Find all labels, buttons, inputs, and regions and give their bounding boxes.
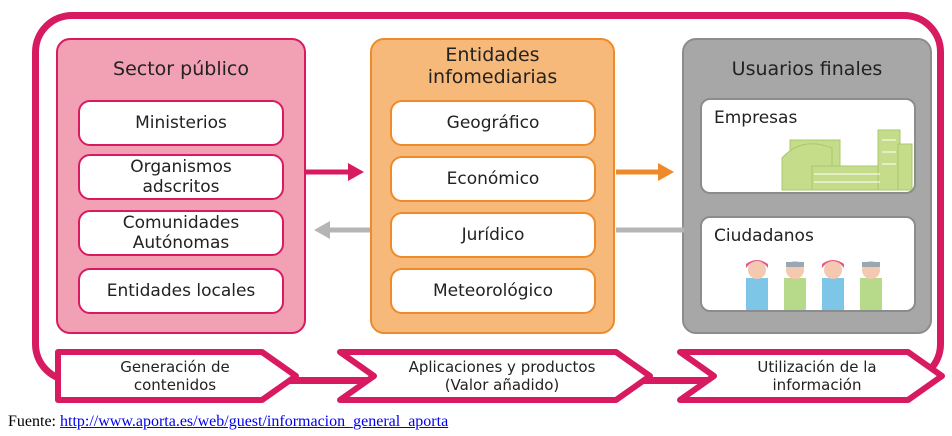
panel-title: Sector público	[113, 58, 249, 80]
panel-title: Entidades infomediarias	[427, 44, 558, 88]
item-juridico: Jurídico	[390, 212, 596, 258]
stage-generacion: Generación de contenidos	[120, 358, 230, 394]
source-footer: Fuente: http://www.aporta.es/web/guest/i…	[8, 413, 448, 431]
ciudadanos-box: Ciudadanos	[700, 216, 916, 312]
arrow-publico-to-infomediarias	[306, 163, 364, 181]
buildings-icon	[781, 129, 913, 191]
item-ministerios: Ministerios	[78, 100, 284, 146]
item-geografico: Geográfico	[390, 100, 596, 146]
source-link[interactable]: http://www.aporta.es/web/guest/informaci…	[60, 413, 449, 430]
stage-aplicaciones: Aplicaciones y productos (Valor añadido)	[408, 358, 596, 394]
panel-infomediarias: Entidades infomediarias Geográfico Econó…	[370, 38, 615, 334]
item-economico: Económico	[390, 156, 596, 202]
people-icon	[746, 260, 882, 310]
stage-chevron-2	[337, 349, 653, 403]
empresas-box: Empresas	[700, 98, 916, 194]
panel-title: Usuarios finales	[731, 58, 883, 80]
arrow-infomediarias-to-usuarios	[616, 163, 674, 181]
panel-sector-publico: Sector público Ministerios Organismos ad…	[56, 38, 306, 334]
item-entidades-locales: Entidades locales	[78, 268, 284, 314]
arrow-return-to-publico	[314, 221, 370, 239]
stage-chevron-1	[55, 349, 299, 403]
ciudadanos-label: Ciudadanos	[714, 226, 814, 246]
stage-utilizacion: Utilización de la información	[757, 358, 877, 394]
stage-chevrons	[55, 349, 945, 403]
stage-chevron-3	[677, 349, 945, 403]
empresas-label: Empresas	[714, 108, 798, 128]
flow-arrows	[306, 163, 684, 239]
item-meteorologico: Meteorológico	[390, 268, 596, 314]
item-organismos: Organismos adscritos	[78, 154, 284, 200]
panel-usuarios-finales: Usuarios finales Empresas Ciudadanos	[682, 38, 932, 334]
item-comunidades: Comunidades Autónomas	[78, 210, 284, 256]
source-prefix: Fuente:	[8, 413, 60, 430]
